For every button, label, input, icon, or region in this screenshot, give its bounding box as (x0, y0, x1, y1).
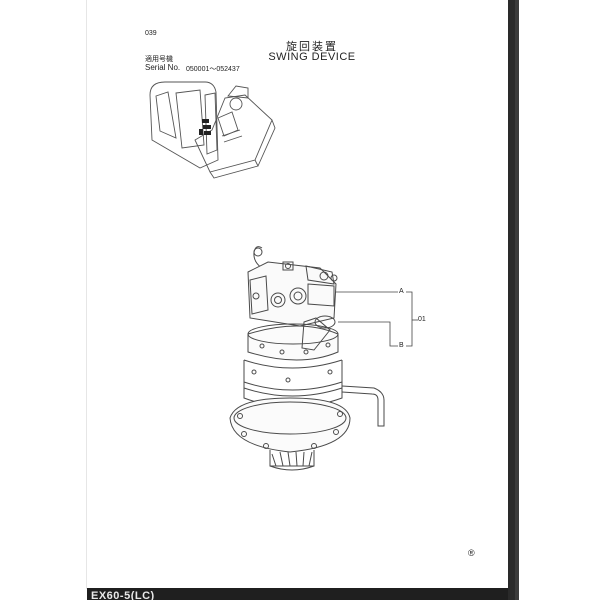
footer-bar: EX60-5(LC) (87, 588, 508, 600)
registered-mark: ® (468, 548, 475, 558)
model-footer: EX60-5(LC) (91, 590, 155, 600)
callout-lines (336, 291, 418, 347)
page-title: SWING DEVICE (268, 51, 356, 63)
serial-label-en: Serial No. (145, 63, 181, 72)
swing-device-location-icon (199, 119, 211, 135)
excavator-diagram (149, 81, 276, 179)
page-title-jp: 旋回装置 (286, 41, 338, 53)
callout-item-number: 01 (418, 316, 426, 323)
page-number: 039 (145, 30, 157, 37)
callout-b: B (399, 342, 404, 349)
serial-range: 050001～052437 (186, 66, 240, 73)
callout-a: A (399, 288, 404, 295)
left-gutter (0, 0, 87, 600)
right-gutter (508, 0, 600, 600)
swing-device-diagram (229, 246, 385, 471)
page-edge-shadow (515, 0, 519, 600)
serial-label: 適用号機 Serial No. (145, 56, 180, 72)
serial-label-jp: 適用号機 (145, 56, 173, 63)
page-edge (508, 0, 515, 600)
